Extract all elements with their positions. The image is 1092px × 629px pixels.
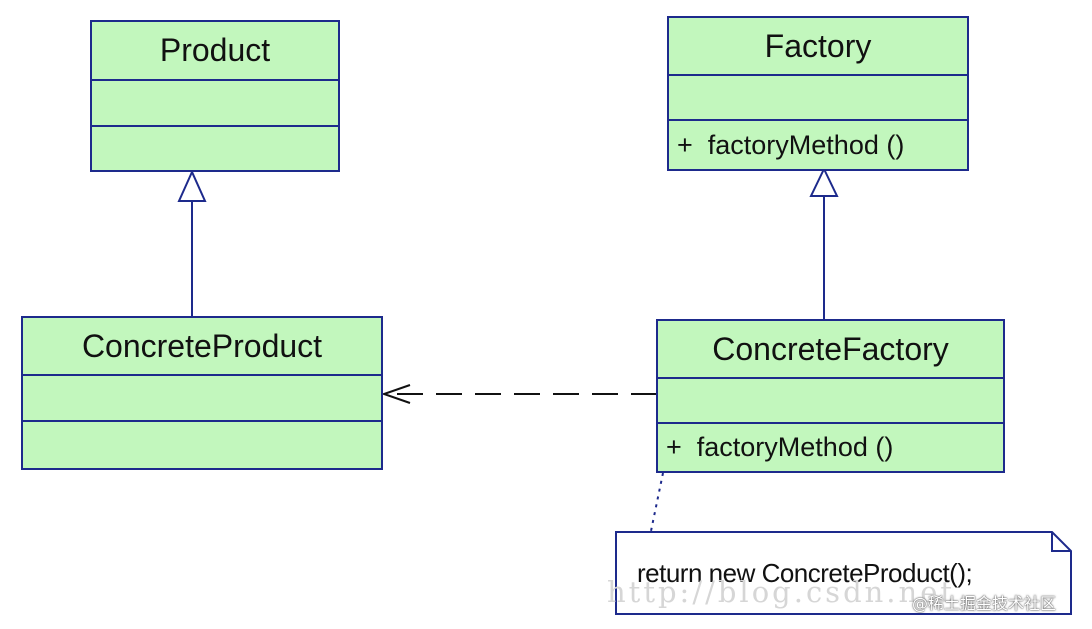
class-product[interactable]: Product [90, 20, 340, 172]
dependency-arrowhead [380, 384, 411, 404]
class-concrete-product-attributes [23, 376, 381, 422]
note-shape [615, 531, 1072, 615]
generalization-arrowhead-product [177, 169, 207, 202]
watermark-brand: @稀土掘金技术社区 [912, 594, 1057, 613]
class-concrete-factory-operations: + factoryMethod () [666, 432, 894, 462]
class-product-operations [92, 127, 338, 170]
class-concrete-factory-attributes [658, 379, 1003, 424]
class-concrete-factory-name: ConcreteFactory [658, 321, 1003, 379]
class-concrete-product[interactable]: ConcreteProduct [21, 316, 383, 470]
class-factory-name: Factory [669, 18, 967, 76]
uml-note[interactable]: return new ConcreteProduct(); [615, 531, 1072, 615]
class-product-name: Product [92, 22, 338, 81]
class-concrete-factory[interactable]: ConcreteFactory + factoryMethod () [656, 319, 1005, 473]
class-factory-attributes [669, 76, 967, 121]
class-factory-operations: + factoryMethod () [677, 129, 905, 160]
note-text: return new ConcreteProduct(); [637, 557, 973, 588]
class-concrete-product-name: ConcreteProduct [23, 318, 381, 376]
class-concrete-product-operations [23, 422, 381, 468]
class-factory[interactable]: Factory + factoryMethod () [667, 16, 969, 171]
class-product-attributes [92, 81, 338, 127]
note-anchor-line [650, 472, 664, 532]
generalization-arrowhead-factory [809, 166, 839, 197]
watermark-url: http://blog.csdn.net [607, 575, 956, 609]
